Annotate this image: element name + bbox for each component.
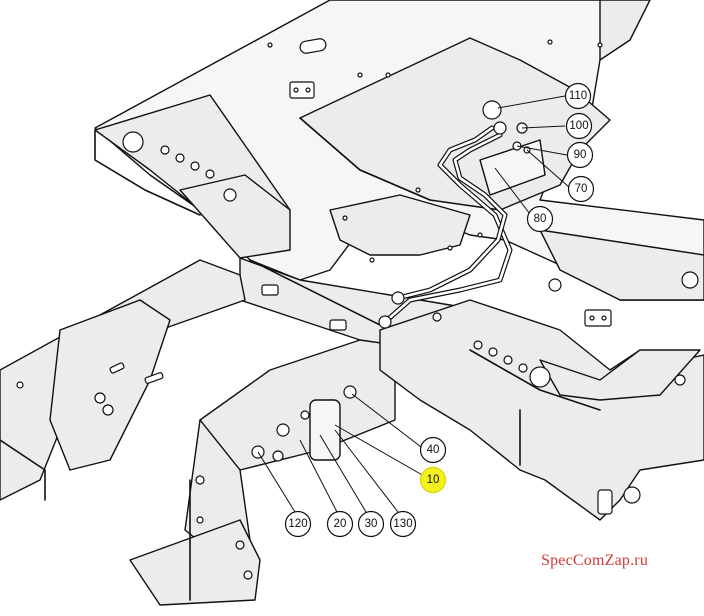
- watermark-text: SpecComZap.ru: [541, 552, 649, 569]
- callout-100[interactable]: 100: [565, 112, 593, 140]
- callout-130[interactable]: 130: [389, 510, 417, 538]
- callout-80[interactable]: 80: [526, 205, 554, 233]
- leader-lines: [257, 95, 571, 513]
- callout-120[interactable]: 120: [284, 510, 312, 538]
- callout-110[interactable]: 110: [564, 82, 592, 110]
- callout-10[interactable]: 10: [419, 466, 447, 494]
- hydraulic-pipes: [378, 100, 546, 329]
- right-rail: [379, 299, 704, 521]
- left-rail: [0, 259, 246, 501]
- callout-40[interactable]: 40: [419, 436, 447, 464]
- callout-20[interactable]: 20: [326, 510, 354, 538]
- callout-70[interactable]: 70: [567, 175, 595, 203]
- front-bracket: [129, 339, 396, 606]
- callout-30[interactable]: 30: [357, 510, 385, 538]
- left-cross-member: [94, 94, 291, 259]
- callout-90[interactable]: 90: [566, 141, 594, 169]
